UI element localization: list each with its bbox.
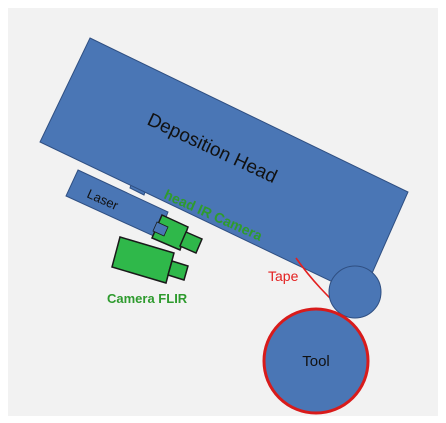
tool (262, 307, 370, 415)
roller (328, 265, 382, 319)
camera-flir (111, 236, 189, 284)
head-ir-camera (151, 213, 203, 254)
tool-label: Tool (302, 353, 330, 370)
camera-flir-label: Camera FLIR (107, 291, 188, 306)
camera-flir-lens (167, 260, 189, 281)
tape-label: Tape (268, 268, 299, 284)
head-ir-camera-window (152, 221, 169, 237)
camera-flir-body (111, 236, 175, 284)
head-ir-camera-lens (179, 231, 203, 254)
